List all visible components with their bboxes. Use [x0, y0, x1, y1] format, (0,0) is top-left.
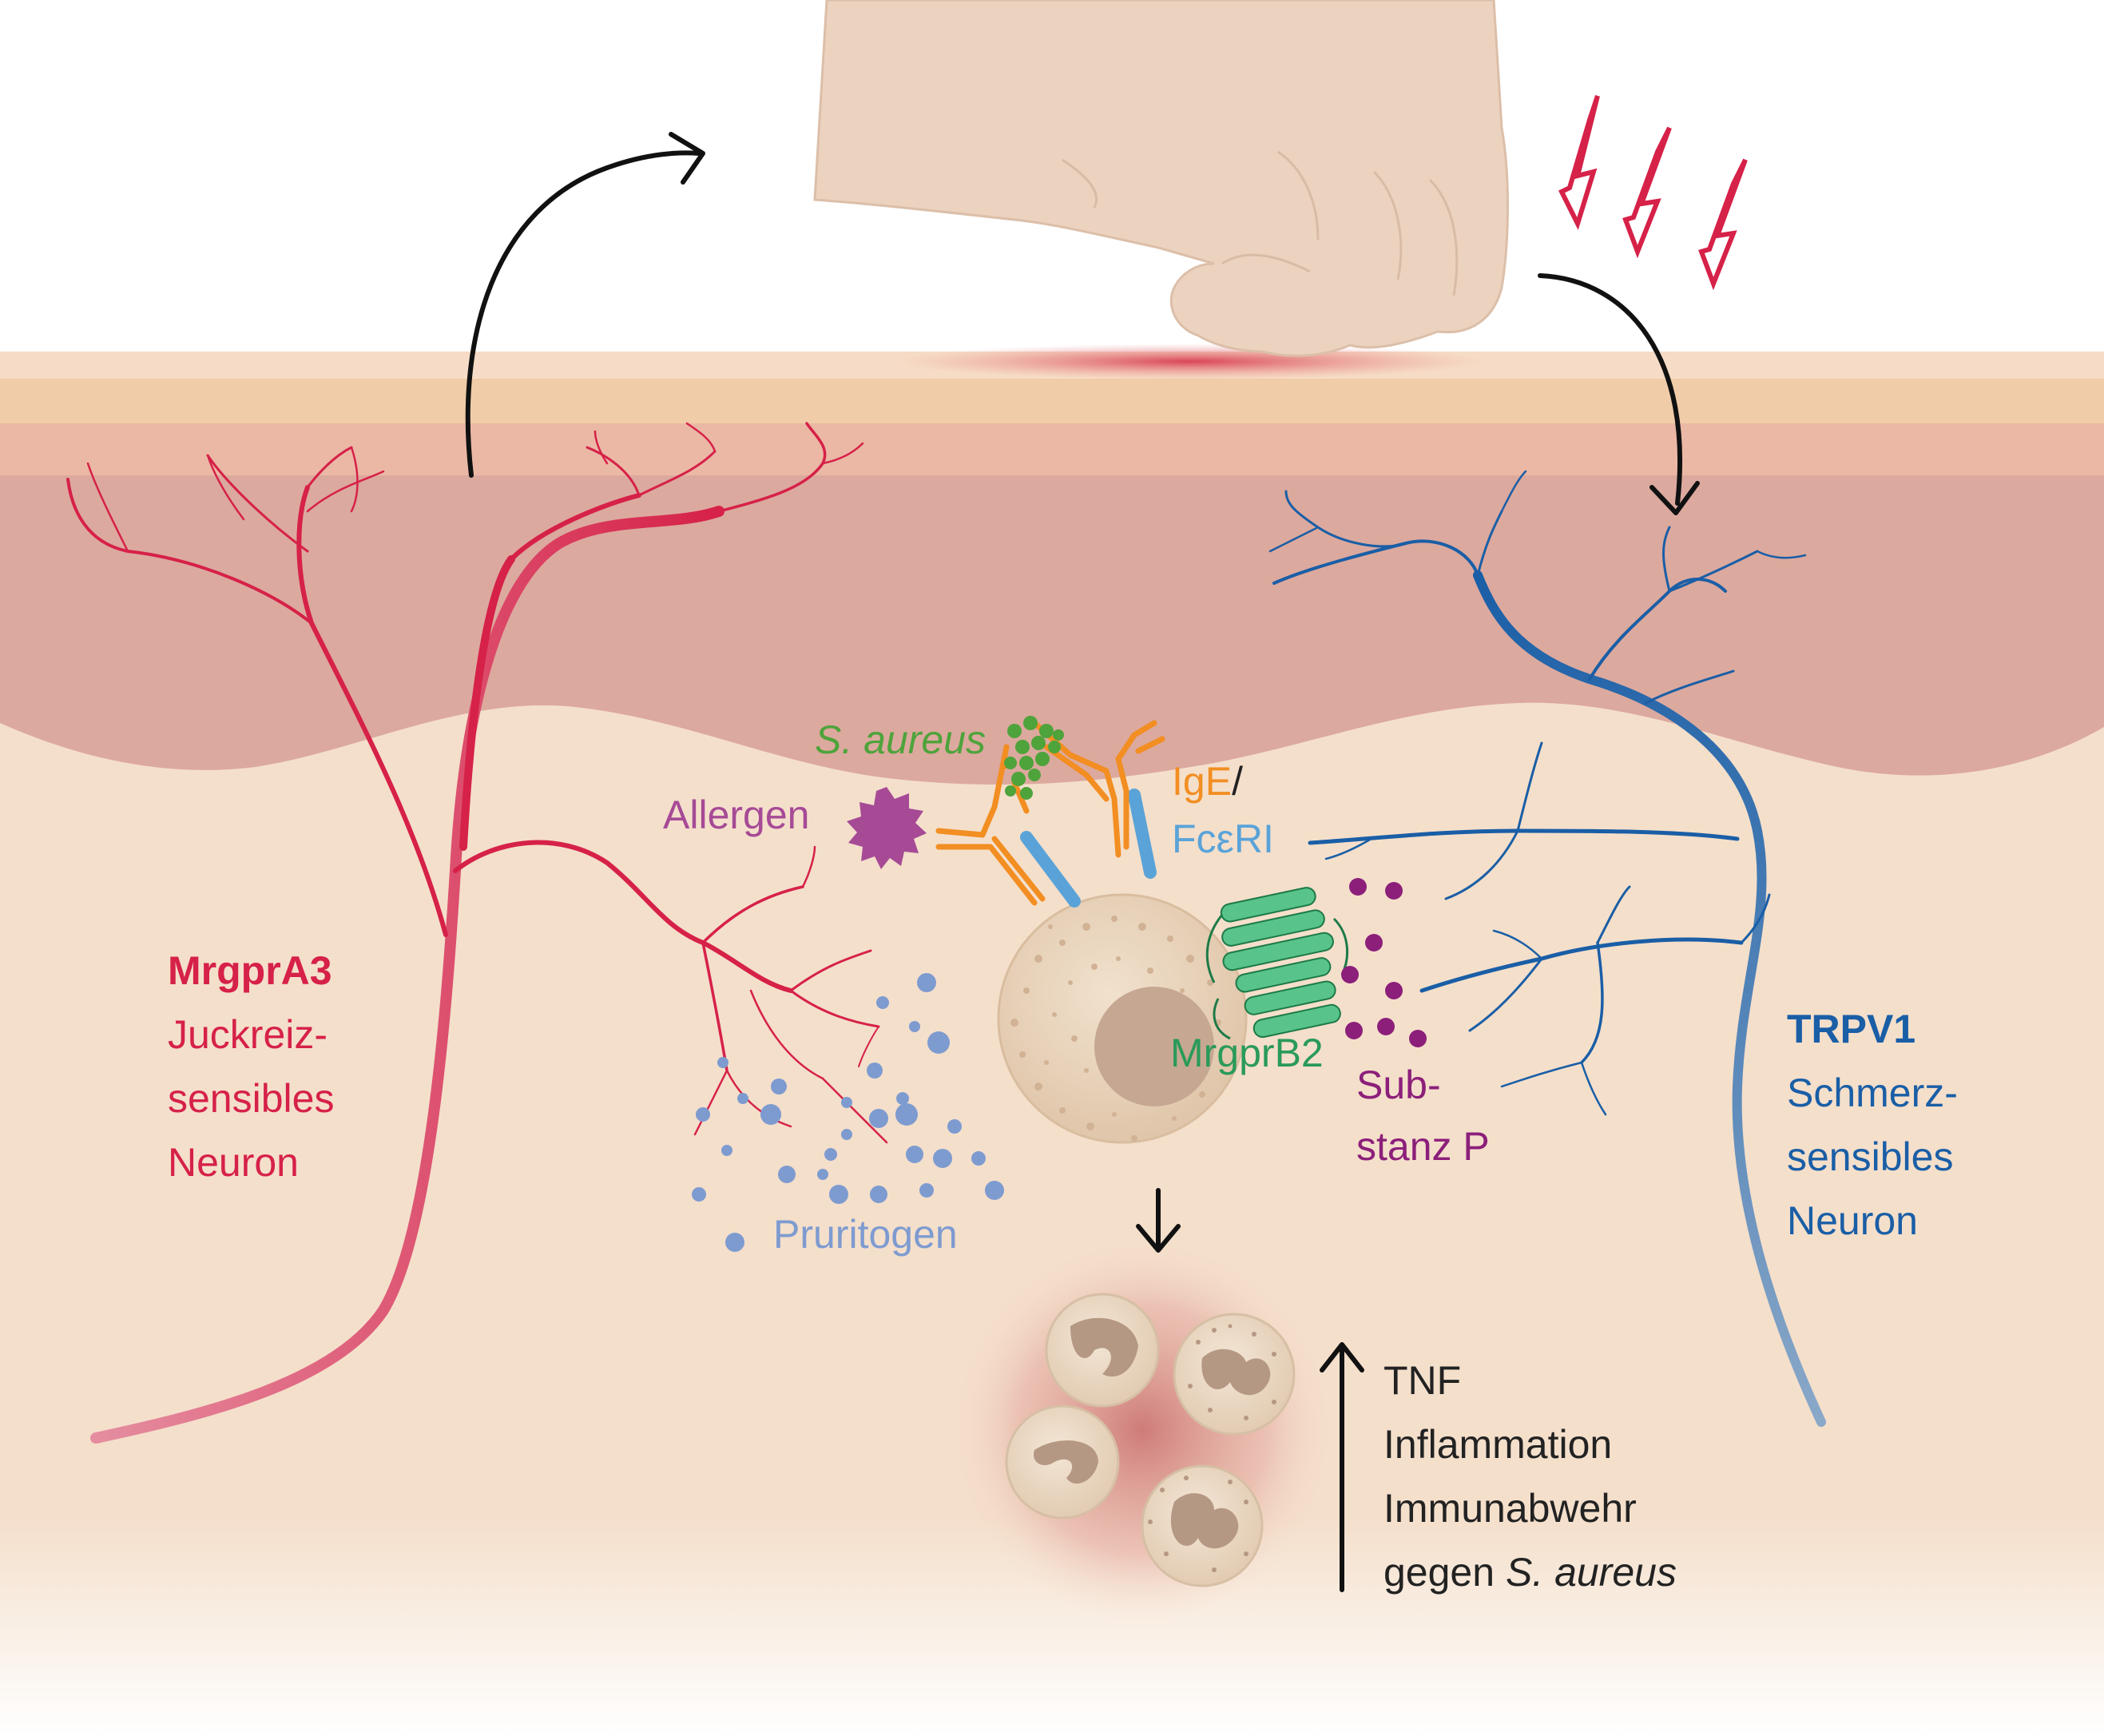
pressure-spot [895, 344, 1486, 379]
pain-neuron-line3: Neuron [1787, 1198, 1918, 1243]
immune-cell [1005, 1404, 1120, 1519]
inflammation-glow [951, 1238, 1334, 1622]
s-aureus-cluster [1004, 716, 1064, 800]
epidermis-basal-layer [0, 475, 2104, 785]
itch-neuron-title: MrgprA3 [168, 948, 332, 993]
pruritogen-dots [692, 973, 1004, 1252]
itch-neuron-line1: Juckreiz- [168, 1012, 328, 1057]
fceri-label: FcεRI [1172, 816, 1274, 861]
itch-neuron-line2: sensibles [168, 1076, 334, 1121]
mast-cell [997, 893, 1248, 1144]
ige-label: IgE [1172, 759, 1232, 804]
mast-cell-down-arrow [1136, 1188, 1181, 1253]
pruritogen-label: Pruritogen [773, 1212, 958, 1257]
substanz-p-label-line2: stanz P [1356, 1124, 1490, 1169]
scratch-to-pain-arrow [1538, 273, 1700, 515]
pain-neuron-line1: Schmerz- [1787, 1071, 1958, 1115]
substanz-p-dots [1341, 878, 1427, 1047]
stratum-spinosum [0, 423, 2104, 475]
substanz-p-label-line1: Sub- [1356, 1063, 1441, 1107]
effect-immunabwehr: Immunabwehr [1383, 1486, 1637, 1531]
immune-cell [1045, 1293, 1160, 1408]
increase-up-arrow [1320, 1342, 1364, 1592]
pain-neuron-title: TRPV1 [1787, 1007, 1915, 1051]
mrgprb2-receptor [1205, 887, 1349, 1040]
ige-fceri-label: IgE/ [1172, 759, 1243, 804]
pain-neuron-line2: sensibles [1787, 1134, 1953, 1179]
fceri-receptors [1020, 789, 1157, 908]
mast-cell-nucleus [1094, 987, 1214, 1106]
s-aureus-label: S. aureus [815, 717, 986, 762]
itch-to-scratch-arrow [465, 132, 705, 478]
effect-tnf: TNF [1383, 1358, 1461, 1403]
itch-neuron-axon [90, 506, 724, 1444]
allergen-label: Allergen [663, 793, 809, 837]
pain-neuron-axon [1473, 570, 1826, 1427]
effect-inflammation: Inflammation [1383, 1422, 1612, 1467]
allergen [847, 787, 927, 869]
effect-gegen: gegen [1383, 1550, 1506, 1595]
mast-cell-granules [1010, 916, 1225, 1142]
immune-cell [1141, 1464, 1264, 1587]
ige-slash: / [1232, 759, 1243, 804]
stratum-granulosum [0, 379, 2104, 423]
scratching-hand [813, 0, 1509, 357]
effect-gegen-species: S. aureus [1506, 1550, 1677, 1595]
immune-cell [1173, 1313, 1296, 1436]
skin-layers [0, 344, 2104, 1736]
pain-lightning-icon [1558, 95, 1748, 291]
effect-gegen-s-aureus: gegen S. aureus [1383, 1550, 1677, 1595]
inflammation-area [951, 1238, 1334, 1622]
itch-neuron [66, 422, 888, 1444]
pain-neuron [1268, 470, 1826, 1427]
itch-neuron-line3: Neuron [168, 1140, 299, 1185]
mrgprb2-label: MrgprB2 [1170, 1031, 1324, 1075]
